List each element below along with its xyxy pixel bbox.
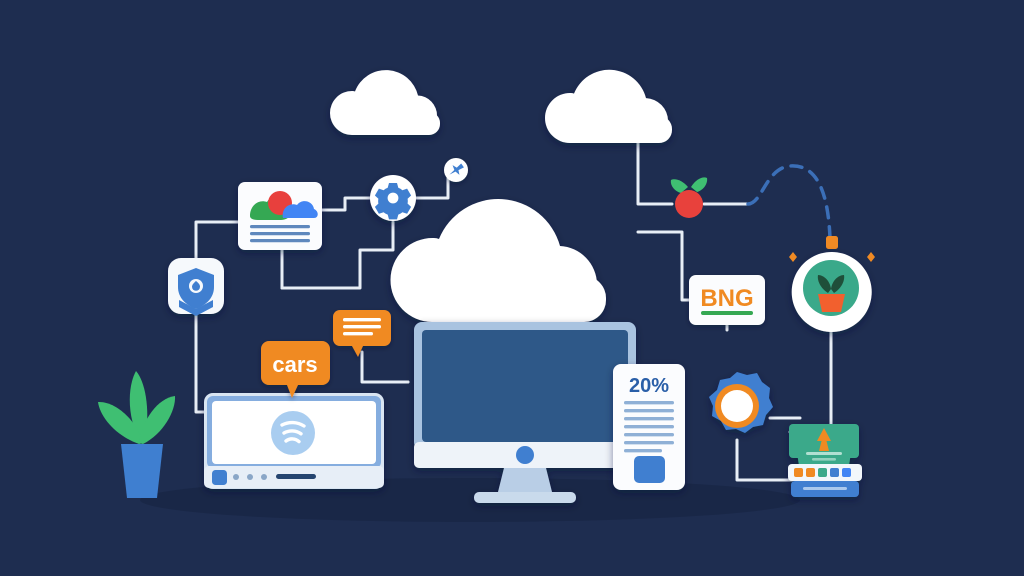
bulb-inner-circle	[803, 260, 859, 316]
chart-card-text-lines	[250, 225, 310, 243]
bng-logo-card[interactable]: BNG	[689, 275, 765, 325]
app-card-sub-line	[812, 458, 836, 461]
monitor-stand-neck	[497, 468, 553, 496]
connector-cloud-to-apple	[636, 138, 674, 206]
apple-body	[675, 190, 703, 218]
bulb-neck	[821, 314, 843, 326]
bulb-pot	[818, 294, 845, 312]
connector-card-to-gear	[320, 196, 374, 212]
report-document-card[interactable]: 20%	[613, 364, 685, 490]
app-card-footer-line	[803, 487, 847, 490]
apple-leaf-right	[691, 177, 708, 192]
connector-lines	[194, 138, 833, 482]
apple-fruit-icon[interactable]	[670, 177, 708, 218]
cars-tag-badge[interactable]: cars	[261, 341, 330, 398]
monitor-power-dot	[516, 446, 534, 464]
plant-leaf-right	[139, 396, 176, 444]
plant-pot	[121, 444, 163, 498]
message-lines-badge[interactable]	[333, 310, 391, 357]
analytics-card[interactable]	[238, 182, 322, 250]
archive-arrow-icon	[817, 428, 831, 451]
airplane-icon	[449, 163, 464, 175]
document-thumbnail-block	[634, 456, 665, 483]
plant-leaf-center	[129, 371, 148, 442]
security-shield-node[interactable]	[168, 258, 224, 316]
app-card-title-line	[806, 452, 842, 455]
laptop-start-icon[interactable]	[212, 470, 227, 485]
app-store-card[interactable]	[788, 424, 862, 497]
apple-leaf-left	[670, 179, 688, 193]
bulb-sprout-leaf-right	[831, 275, 845, 293]
cloud-top-left	[330, 70, 440, 135]
cloud-center-main	[390, 199, 606, 322]
monitor-stand-foot	[474, 492, 576, 503]
gear-icon	[374, 183, 412, 220]
cloud-top-right	[545, 69, 672, 143]
laptop-device[interactable]	[204, 393, 384, 489]
connector-cog-down	[735, 438, 794, 482]
settings-gear-node[interactable]	[370, 175, 416, 221]
laptop-trackpad-bar	[276, 474, 316, 479]
bng-underline	[701, 311, 753, 315]
dashed-connector-curve	[746, 164, 832, 240]
connector-gear-to-plane	[412, 176, 450, 200]
cars-badge-label: cars	[272, 352, 317, 377]
bng-badge-label: BNG	[700, 285, 753, 312]
desktop-monitor[interactable]	[414, 322, 636, 503]
message-badge-lines	[343, 318, 381, 336]
bulb-cap	[826, 236, 838, 249]
bulb-sprout-leaf-left	[817, 275, 831, 293]
cog-ring-center	[721, 390, 753, 422]
chart-blob-blue	[282, 201, 318, 218]
document-headline: 20%	[629, 375, 669, 397]
bulb-sparkles	[789, 252, 875, 262]
plant-leaf-left	[98, 401, 143, 444]
potted-plant-decoration	[98, 371, 176, 498]
orange-ring-cog-node[interactable]	[709, 372, 773, 433]
app-card-icon-row	[794, 468, 851, 477]
idea-lightbulb-node[interactable]	[789, 236, 875, 332]
wifi-signal-icon-bg	[271, 411, 315, 455]
shield-base-chevron	[179, 300, 213, 316]
document-text-lines	[624, 401, 674, 453]
shield-droplet-icon	[192, 281, 200, 291]
airplane-node[interactable]	[444, 158, 468, 182]
laptop-taskbar-dots	[233, 474, 267, 480]
wifi-signal-icon	[280, 420, 306, 444]
